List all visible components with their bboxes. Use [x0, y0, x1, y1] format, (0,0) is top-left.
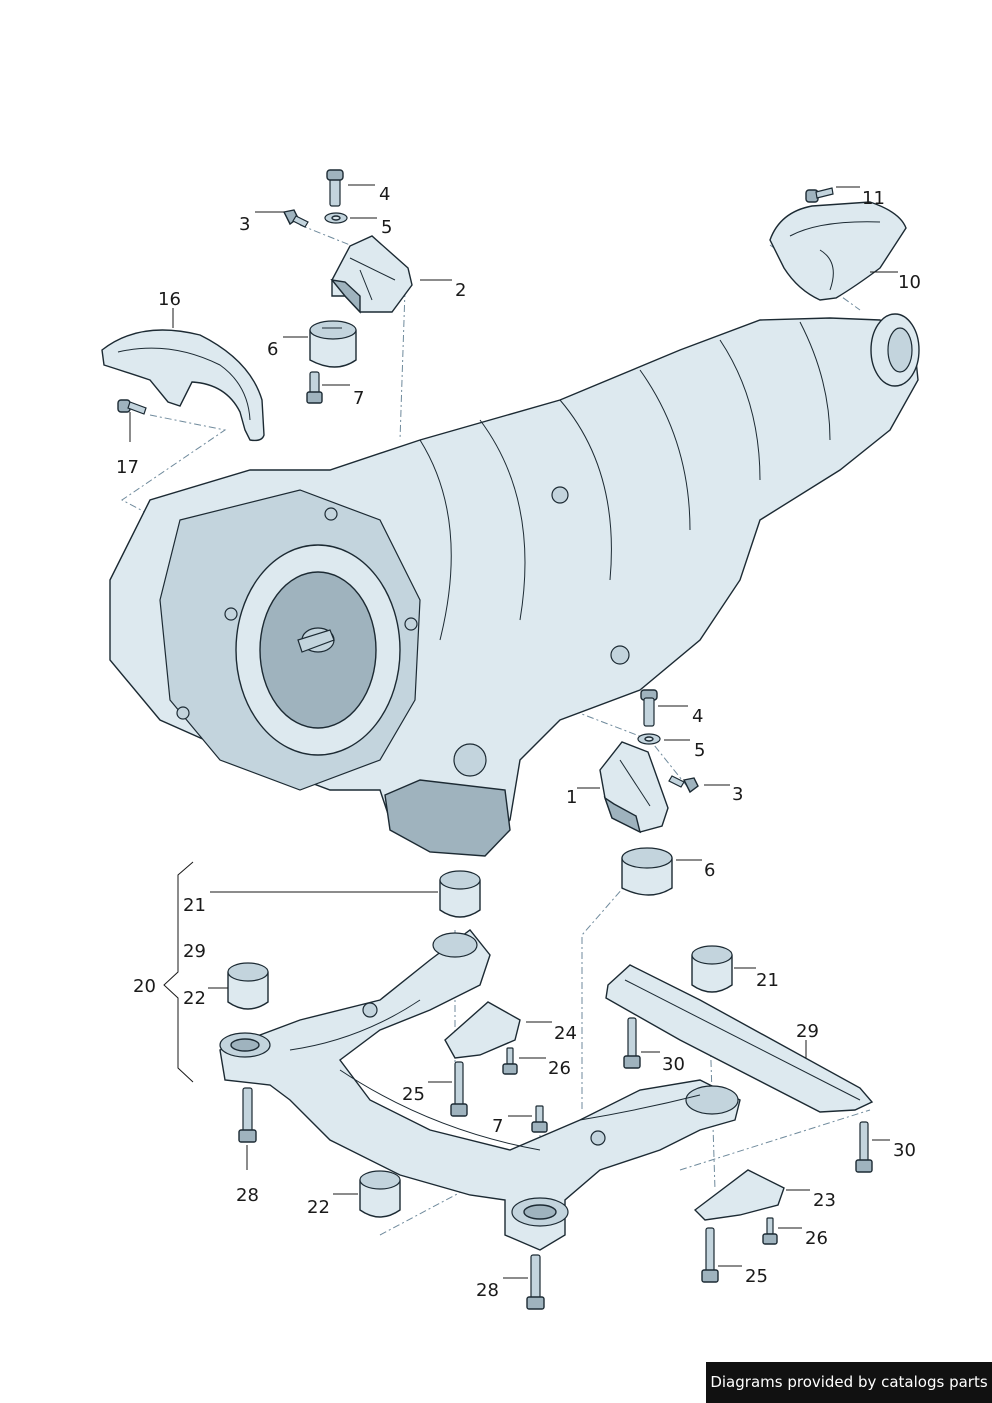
callout-4-lower: 4 [692, 706, 703, 727]
brace-29[interactable] [605, 964, 874, 1113]
washer-5-top[interactable] [324, 212, 348, 224]
callout-30-a: 30 [662, 1054, 685, 1075]
callout-17: 17 [116, 457, 139, 478]
callout-29-left: 29 [183, 941, 206, 962]
callout-22-left: 22 [183, 988, 206, 1009]
bolt-7-lower[interactable] [531, 1105, 548, 1133]
bolt-3-lower[interactable] [668, 775, 699, 794]
callout-22-lower: 22 [307, 1197, 330, 1218]
callout-21-upper: 21 [183, 895, 206, 916]
bolt-30-b[interactable] [855, 1121, 873, 1173]
callout-3-top: 3 [239, 214, 250, 235]
callout-26-a: 26 [548, 1058, 571, 1079]
heat-shield-16[interactable] [101, 329, 265, 442]
bolt-30-a[interactable] [623, 1017, 641, 1069]
group-bracket-20 [163, 861, 194, 1083]
bushing-21-upper[interactable] [439, 870, 481, 918]
callout-30-b: 30 [893, 1140, 916, 1161]
bolt-17[interactable] [117, 399, 147, 415]
callout-29-right: 29 [796, 1021, 819, 1042]
bolt-26-a[interactable] [502, 1047, 518, 1075]
heat-shield-10[interactable] [769, 201, 907, 301]
callout-28-lower: 28 [476, 1280, 499, 1301]
bolt-28-left[interactable] [238, 1087, 257, 1143]
callout-25-b: 25 [745, 1266, 768, 1287]
bolt-25-a[interactable] [450, 1061, 468, 1117]
callout-1: 1 [566, 787, 577, 808]
rubber-mount-6-top[interactable] [309, 320, 357, 368]
credit-banner: Diagrams provided by catalogs parts [706, 1362, 992, 1403]
callout-2: 2 [455, 280, 466, 301]
callout-5-top: 5 [381, 217, 392, 238]
bolt-4-lower[interactable] [640, 689, 658, 727]
bushing-22-left[interactable] [227, 962, 269, 1010]
callout-numbers: 4 5 3 2 6 7 16 17 11 10 4 5 1 3 6 21 29 … [116, 184, 921, 1301]
callout-21-right: 21 [756, 970, 779, 991]
callout-3-lower: 3 [732, 784, 743, 805]
leader-lines [129, 184, 898, 1279]
bracket-23[interactable] [693, 1169, 785, 1221]
subframe-crossmember-20[interactable] [219, 929, 741, 1251]
transmission-housing[interactable] [109, 313, 920, 857]
callout-28-left: 28 [236, 1185, 259, 1206]
callout-25-a: 25 [402, 1084, 425, 1105]
callout-16: 16 [158, 289, 181, 310]
callout-24: 24 [554, 1023, 577, 1044]
callout-7-top: 7 [353, 388, 364, 409]
mount-bracket-2[interactable] [330, 235, 413, 314]
bolt-26-b[interactable] [762, 1217, 778, 1245]
callout-26-b: 26 [805, 1228, 828, 1249]
bolt-4-top[interactable] [326, 169, 344, 207]
bolt-11[interactable] [805, 187, 834, 203]
callout-23: 23 [813, 1190, 836, 1211]
callout-11: 11 [862, 188, 885, 209]
bolt-3-top[interactable] [282, 209, 309, 228]
bracket-24[interactable] [444, 1001, 521, 1059]
callout-7-lower: 7 [492, 1116, 503, 1137]
bolt-28-lower[interactable] [526, 1254, 545, 1310]
callout-4-top: 4 [379, 184, 390, 205]
callout-6-lower: 6 [704, 860, 715, 881]
bolt-7-top[interactable] [306, 371, 323, 404]
callout-6-top: 6 [267, 339, 278, 360]
callout-10: 10 [898, 272, 921, 293]
bolt-25-b[interactable] [701, 1227, 719, 1283]
callout-5-lower: 5 [694, 740, 705, 761]
washer-5-lower[interactable] [637, 733, 661, 745]
mount-bracket-1[interactable] [599, 741, 669, 834]
bushing-21-right[interactable] [691, 945, 733, 993]
callout-20: 20 [133, 976, 156, 997]
rubber-mount-6-lower[interactable] [621, 847, 673, 896]
bushing-22-lower[interactable] [359, 1170, 401, 1218]
